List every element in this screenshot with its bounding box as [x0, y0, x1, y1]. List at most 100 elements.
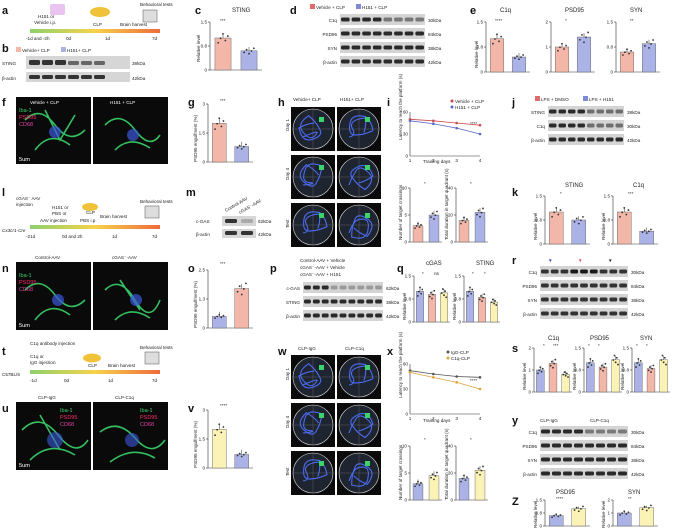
chart-s3: 00.81.5 [623, 346, 670, 395]
significance: *** [220, 18, 226, 23]
swim-path [348, 412, 374, 439]
y-tick-label: 2 [528, 346, 531, 351]
timeline-label: Brain harvest [120, 22, 148, 27]
legend-label: cGAS⁻-AAV + Vehicle [300, 265, 345, 270]
panel-g: g *** PSD95 engulfment (%) 01.53 [188, 97, 253, 165]
timeline-label: Brain harvest [100, 214, 128, 219]
data-point [482, 465, 484, 468]
blot-label: β-actin [523, 312, 537, 317]
blot-band [607, 429, 616, 434]
series-point [432, 376, 435, 379]
legend-label: C1q-CLP [451, 356, 470, 361]
series-point [455, 375, 458, 378]
blot-band [596, 443, 605, 448]
blot-band [312, 285, 320, 290]
blot-kda: 42kDa [631, 472, 645, 477]
blot-strip [540, 440, 628, 451]
data-point [581, 34, 583, 36]
data-point [433, 478, 435, 481]
blot-band [341, 45, 350, 50]
data-point [639, 360, 642, 362]
blot-band [372, 17, 382, 22]
data-point [222, 120, 225, 122]
data-point [625, 513, 628, 515]
panel-letter: y [512, 415, 519, 427]
swim-path [348, 164, 374, 191]
x-tick-label: 4 [479, 158, 482, 163]
timeline-tick: 7d [152, 234, 158, 239]
blot-band [372, 31, 382, 36]
data-point [417, 480, 419, 483]
blot-band [321, 285, 329, 290]
blot-band [618, 429, 627, 434]
data-point [575, 506, 578, 509]
series-line [409, 120, 481, 135]
data-point [579, 219, 582, 222]
timeline-label: H151 or [52, 205, 69, 210]
blot-kda: 42kDa [627, 138, 641, 143]
panel-letter: a [2, 5, 9, 17]
chart-title: C1q [548, 336, 559, 342]
data-point [563, 371, 566, 374]
scale-bar-label: 5um [19, 323, 30, 329]
platform [319, 165, 324, 170]
data-point [480, 211, 483, 214]
data-point [467, 290, 470, 293]
blot-band [596, 471, 605, 476]
stain-label: PSD95 [140, 415, 157, 421]
axis-label: PSD95 engulfment (%) [193, 115, 198, 162]
blot-strip [540, 468, 628, 479]
panel-b: b Vehicle+ CLP H151+ CLP STING β-actin 3… [2, 43, 146, 82]
y-tick-label: 0 [458, 320, 461, 325]
blot-band [618, 471, 627, 476]
blot-band [560, 311, 569, 316]
blot-band [574, 471, 583, 476]
swim-path [298, 363, 322, 389]
blot-band [372, 45, 382, 50]
blot-band [351, 59, 361, 64]
data-point [440, 292, 443, 295]
blot-label: SYN [528, 458, 537, 463]
y-tick-label: 0 [610, 70, 613, 75]
nucleus [52, 294, 64, 306]
data-point [477, 467, 480, 470]
data-point [565, 372, 568, 375]
data-point [562, 373, 565, 376]
stain-label: CD68 [19, 122, 33, 128]
chart-q2: 00.81.5 [455, 274, 500, 325]
data-point [479, 473, 481, 476]
timeline-tick: -1d and -2h [26, 36, 50, 41]
data-point [245, 48, 248, 51]
legend-label: cGAS⁻-AAV + H151 [300, 272, 341, 277]
blot-label: STING [286, 300, 300, 305]
data-point [636, 362, 639, 364]
syringe-icon [50, 4, 65, 15]
data-point [559, 209, 562, 211]
data-point [577, 222, 580, 225]
micrograph-title: CLP-IgG [38, 395, 56, 400]
axis-label: Relative level [533, 213, 538, 240]
platform [365, 213, 370, 218]
y-tick-label: 0.8 [575, 368, 582, 373]
blot-band [618, 443, 627, 448]
axis-label: Relative level [601, 213, 606, 240]
data-point [554, 358, 557, 361]
blot-band [304, 299, 311, 304]
blot-strip [540, 426, 628, 437]
timeline-label: Behavioral tests [140, 345, 173, 350]
blot-kda: 38kDa [627, 110, 641, 115]
blot-band [541, 269, 549, 274]
data-point [662, 361, 665, 364]
micrograph-title: Control-AAV [35, 255, 61, 260]
blot-band [541, 457, 550, 462]
data-point [628, 52, 630, 55]
data-point [245, 143, 247, 146]
y-tick-label: 1.5 [575, 346, 582, 351]
maze-h [291, 107, 381, 247]
data-point [421, 288, 424, 291]
blot-band [351, 17, 361, 22]
significance: * [560, 191, 562, 196]
